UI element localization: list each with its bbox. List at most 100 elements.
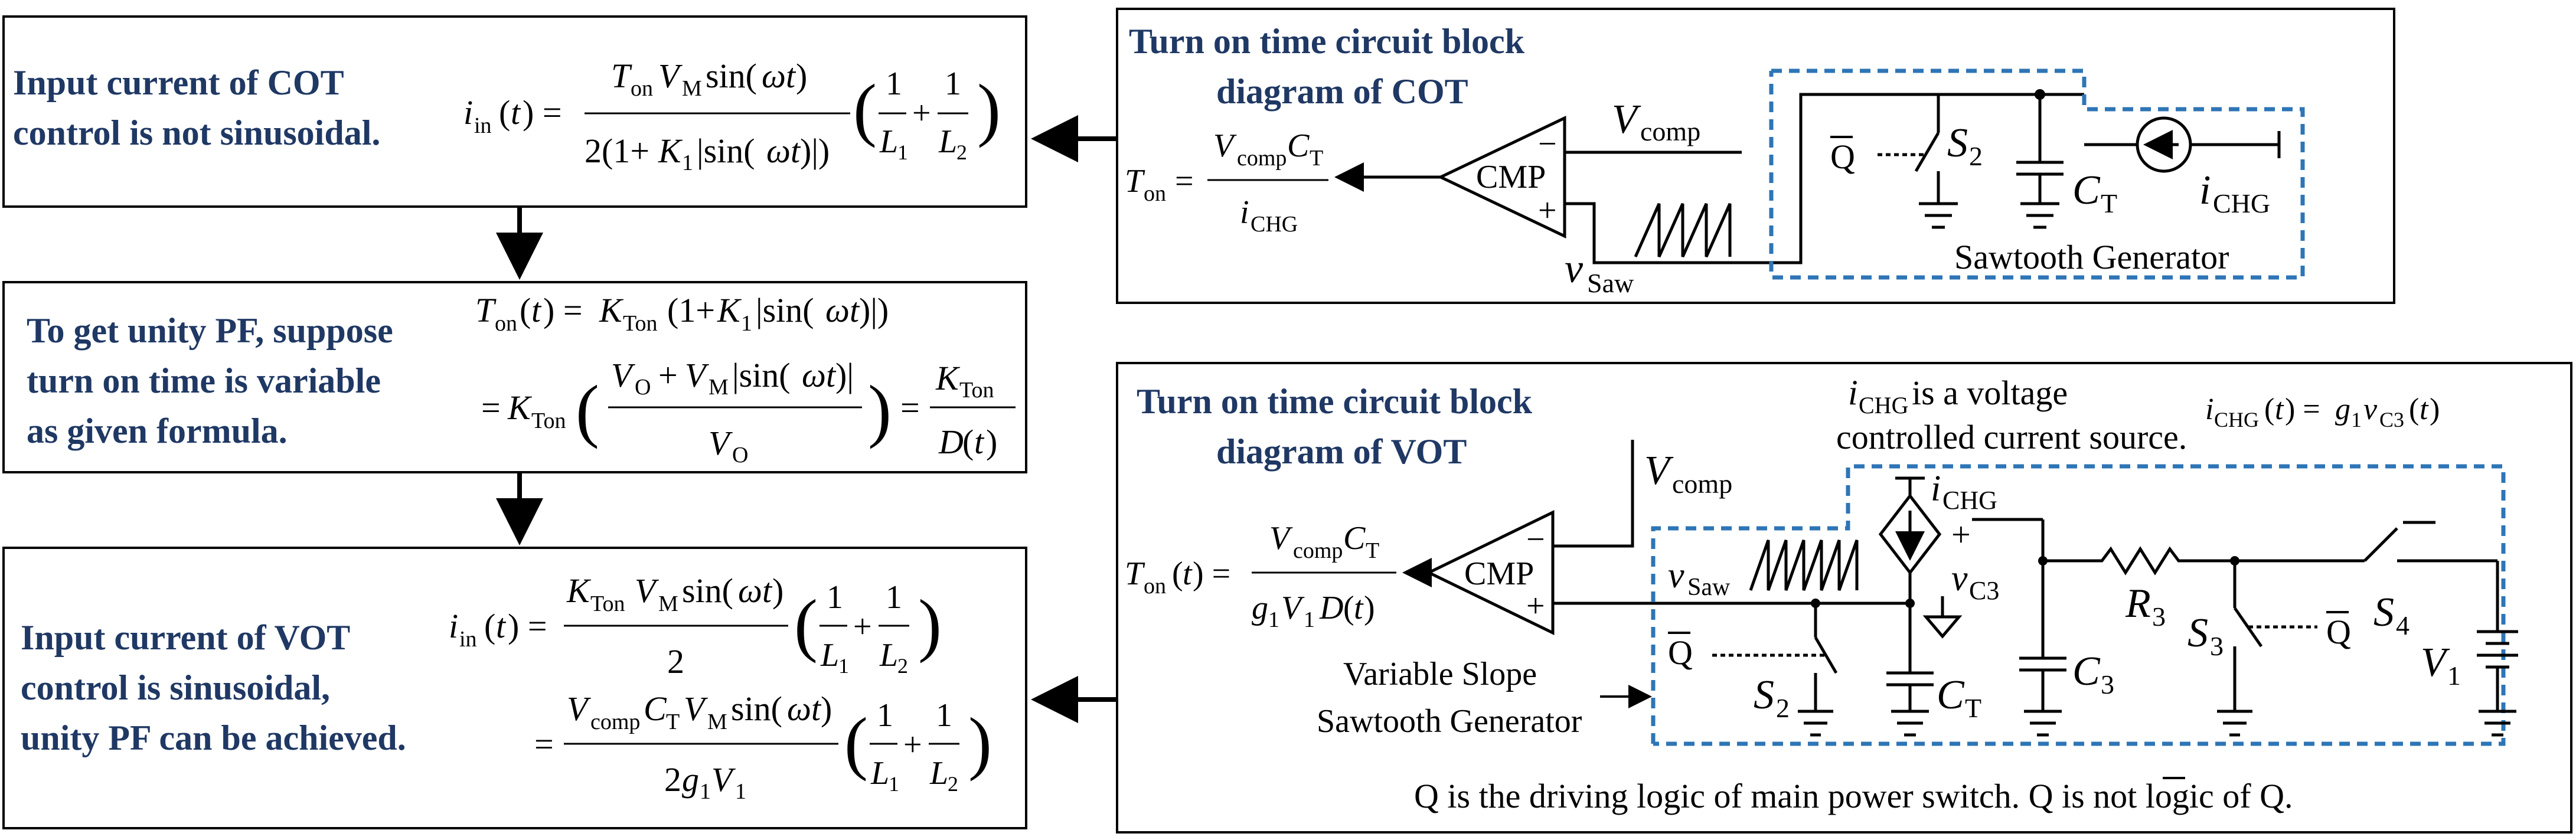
vot-generator-line2: Sawtooth Generator bbox=[1317, 703, 1582, 740]
vot-ct-label: C bbox=[1937, 672, 1965, 718]
svg-text:(: ( bbox=[520, 291, 531, 329]
vot-text-line2: control is sinusoidal, bbox=[21, 668, 330, 707]
pf-condition-box bbox=[2, 281, 1027, 473]
svg-text:1: 1 bbox=[886, 66, 902, 102]
svg-text:t: t bbox=[496, 607, 507, 645]
svg-text:sin(: sin( bbox=[706, 57, 757, 95]
pf-text-line3: as given formula. bbox=[27, 411, 288, 450]
vot-vc3-sub: C3 bbox=[1969, 576, 1999, 605]
svg-text:comp: comp bbox=[1293, 538, 1343, 563]
svg-text:1: 1 bbox=[682, 151, 693, 175]
vot-c3-sub: 3 bbox=[2101, 669, 2114, 700]
vot-vcomp-label: V bbox=[1644, 448, 1674, 493]
vot-s4-label: S bbox=[2373, 590, 2394, 635]
vot-generator-line1: Variable Slope bbox=[1343, 656, 1537, 692]
svg-text:on: on bbox=[495, 311, 517, 336]
svg-text:) =: ) = bbox=[508, 607, 547, 645]
svg-text:): ) bbox=[821, 689, 832, 728]
svg-text:): ) bbox=[968, 703, 992, 782]
cot-vsaw-label: v bbox=[1565, 246, 1584, 292]
svg-text:t: t bbox=[1354, 590, 1364, 626]
svg-text:K: K bbox=[935, 359, 961, 397]
svg-text:V: V bbox=[567, 689, 592, 728]
cot-generator-dashed-box bbox=[1769, 68, 2305, 280]
svg-text:v: v bbox=[2363, 393, 2378, 426]
svg-text:CMP: CMP bbox=[1464, 555, 1534, 592]
cot-vcomp-sub: comp bbox=[1640, 116, 1700, 146]
svg-text:Ton: Ton bbox=[623, 311, 658, 336]
svg-text:+: + bbox=[853, 609, 872, 645]
svg-text:D: D bbox=[1319, 590, 1343, 626]
svg-text:=: = bbox=[1175, 163, 1194, 200]
svg-text:1: 1 bbox=[936, 697, 952, 734]
svg-text:): ) bbox=[1364, 590, 1375, 626]
cot-ichg-sub: CHG bbox=[2213, 188, 2270, 218]
svg-text:(: ( bbox=[962, 423, 974, 461]
svg-text:T: T bbox=[1125, 163, 1145, 200]
cot-capacitor-ct bbox=[2016, 89, 2064, 229]
svg-text:CHG: CHG bbox=[1251, 212, 1298, 237]
svg-text:D: D bbox=[938, 423, 964, 461]
svg-text:)|): )|) bbox=[800, 132, 830, 170]
vot-note-line1: is a voltage bbox=[1912, 374, 2068, 412]
svg-text:C: C bbox=[644, 689, 667, 728]
svg-text:+: + bbox=[1538, 192, 1557, 229]
svg-text:ωt: ωt bbox=[802, 356, 837, 394]
svg-text:): ) bbox=[868, 371, 892, 449]
svg-text:1: 1 bbox=[741, 311, 752, 336]
vot-generator-dashed-box bbox=[1651, 464, 2506, 746]
svg-text:on: on bbox=[1144, 181, 1166, 206]
svg-text:g: g bbox=[2335, 393, 2350, 426]
svg-text:2: 2 bbox=[948, 772, 958, 796]
vot-vcomp-wire bbox=[1553, 440, 1634, 548]
cot-current-text-line1: Input current of COT bbox=[13, 63, 344, 102]
svg-text:i: i bbox=[463, 93, 473, 132]
svg-text:T: T bbox=[1310, 146, 1323, 171]
svg-text:2: 2 bbox=[897, 654, 908, 678]
svg-text:V: V bbox=[684, 689, 709, 728]
svg-text:1: 1 bbox=[889, 772, 899, 796]
svg-text:V: V bbox=[709, 424, 733, 462]
svg-text:(: ( bbox=[1343, 590, 1354, 626]
svg-text:CHG: CHG bbox=[2214, 408, 2259, 432]
svg-text:L: L bbox=[938, 123, 957, 160]
cot-vsaw-wire bbox=[1565, 93, 2084, 264]
svg-text:): ) bbox=[986, 423, 997, 461]
vot-switch-s2 bbox=[1712, 599, 1838, 737]
svg-text:on: on bbox=[1144, 574, 1166, 599]
svg-text:) =: ) = bbox=[523, 93, 562, 132]
svg-text:2(1+: 2(1+ bbox=[585, 132, 649, 170]
svg-text:t: t bbox=[2275, 393, 2284, 426]
svg-text:in: in bbox=[459, 627, 477, 652]
svg-text:K: K bbox=[658, 132, 683, 170]
svg-text:) =: ) = bbox=[1193, 555, 1230, 592]
svg-text:V: V bbox=[685, 356, 710, 394]
svg-text:): ) bbox=[2430, 393, 2440, 426]
svg-text:comp: comp bbox=[1237, 146, 1287, 171]
svg-text:Ton: Ton bbox=[959, 378, 994, 403]
svg-text:(: ( bbox=[499, 93, 510, 132]
svg-text:O: O bbox=[635, 375, 651, 400]
cot-panel bbox=[1116, 8, 2395, 304]
svg-text:T: T bbox=[666, 710, 680, 734]
svg-text:): ) bbox=[772, 571, 783, 610]
svg-text:)|): )|) bbox=[859, 291, 889, 329]
svg-text:) =: ) = bbox=[543, 291, 583, 329]
pf-text-line2: turn on time is variable bbox=[27, 361, 381, 400]
svg-text:t: t bbox=[2420, 393, 2429, 426]
vot-s2-label: S bbox=[1754, 672, 1774, 718]
cot-current-text-line2: control is not sinusoidal. bbox=[13, 113, 380, 152]
svg-text:|sin(: |sin( bbox=[756, 291, 814, 329]
svg-text:L: L bbox=[929, 755, 948, 792]
svg-text:M: M bbox=[658, 591, 678, 616]
vot-vc3-ground bbox=[1922, 596, 1963, 639]
vot-note-symbol: i bbox=[1848, 373, 1858, 412]
cot-ct-label: C bbox=[2072, 168, 2101, 213]
svg-text:T: T bbox=[1125, 555, 1145, 592]
svg-text:O: O bbox=[732, 443, 748, 468]
vot-capacitor-ct bbox=[1886, 599, 1934, 737]
